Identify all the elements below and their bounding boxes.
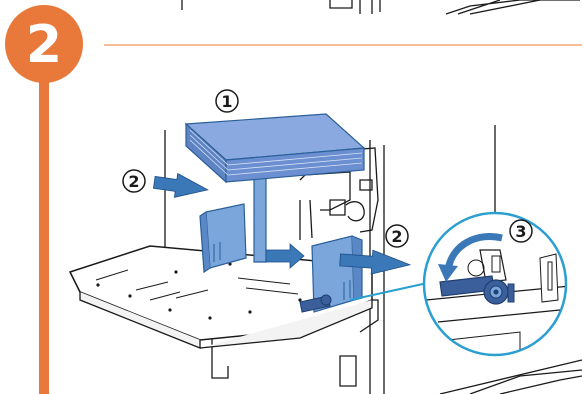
callout-3: 3: [510, 220, 532, 242]
arrow-left-guide: [153, 170, 210, 201]
step-side-bar: [39, 60, 49, 394]
svg-text:2: 2: [391, 227, 402, 246]
svg-text:2: 2: [128, 172, 139, 191]
center-guide: [254, 172, 266, 262]
paper-stack: [186, 114, 364, 182]
callout-2-left: 2: [123, 170, 145, 192]
svg-text:3: 3: [515, 222, 526, 241]
svg-text:1: 1: [221, 92, 232, 111]
callout-1: 1: [216, 90, 238, 112]
step-badge: 2: [5, 5, 83, 394]
zoom-detail: [424, 213, 570, 360]
previous-step-drawing: [182, 0, 580, 14]
callout-2-right: 2: [386, 225, 408, 247]
step-number: 2: [26, 15, 62, 75]
